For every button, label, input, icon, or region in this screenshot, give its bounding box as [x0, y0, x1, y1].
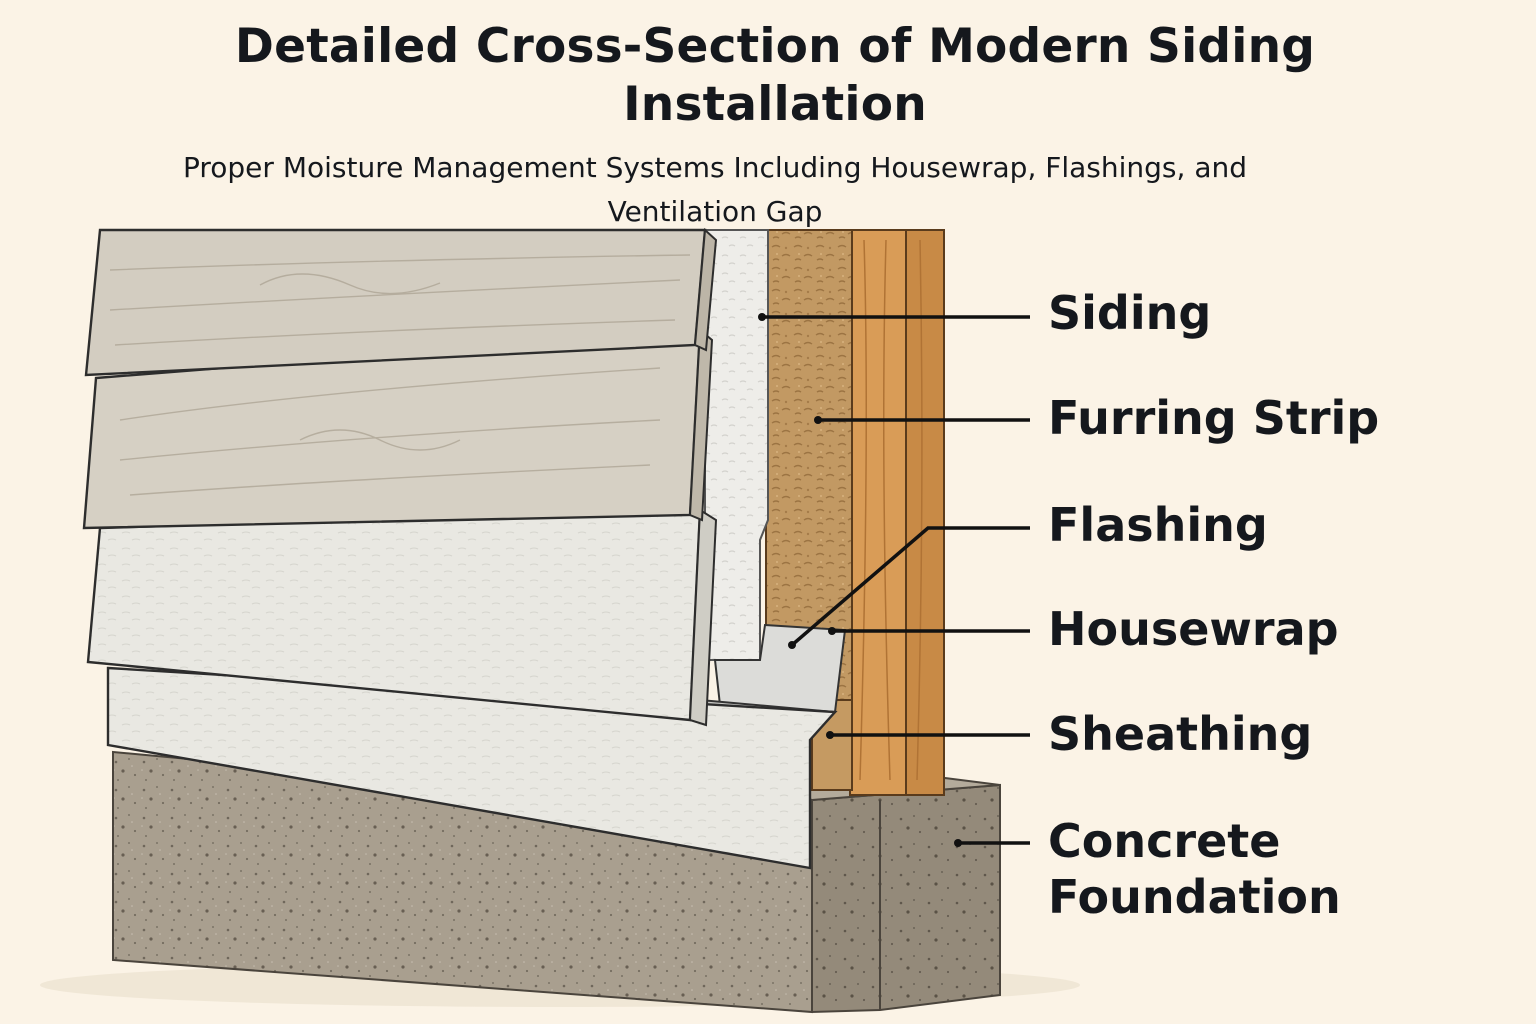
page-subtitle: Proper Moisture Management Systems Inclu…	[60, 146, 1370, 234]
title-line-2: Installation	[623, 77, 927, 132]
label-sheathing: Sheathing	[1048, 707, 1313, 761]
label-concrete-line-1: Concrete	[1048, 814, 1281, 868]
leader-lines	[758, 313, 1030, 847]
label-housewrap: Housewrap	[1048, 602, 1339, 656]
subtitle-line-2: Ventilation Gap	[607, 195, 823, 228]
label-concrete-line-2: Foundation	[1048, 870, 1341, 924]
title-line-1: Detailed Cross-Section of Modern Siding	[234, 19, 1316, 74]
label-concrete-foundation: Concrete Foundation	[1048, 813, 1341, 925]
label-furring-strip: Furring Strip	[1048, 391, 1380, 445]
housewrap-layer	[704, 229, 769, 661]
leader-flashing	[790, 526, 1030, 647]
siding-boards	[82, 227, 838, 870]
page-title: Detailed Cross-Section of Modern Siding …	[0, 18, 1536, 134]
wood-stud	[849, 229, 945, 796]
label-flashing: Flashing	[1048, 498, 1268, 552]
label-siding: Siding	[1048, 286, 1212, 340]
subtitle-line-1: Proper Moisture Management Systems Inclu…	[182, 151, 1247, 184]
